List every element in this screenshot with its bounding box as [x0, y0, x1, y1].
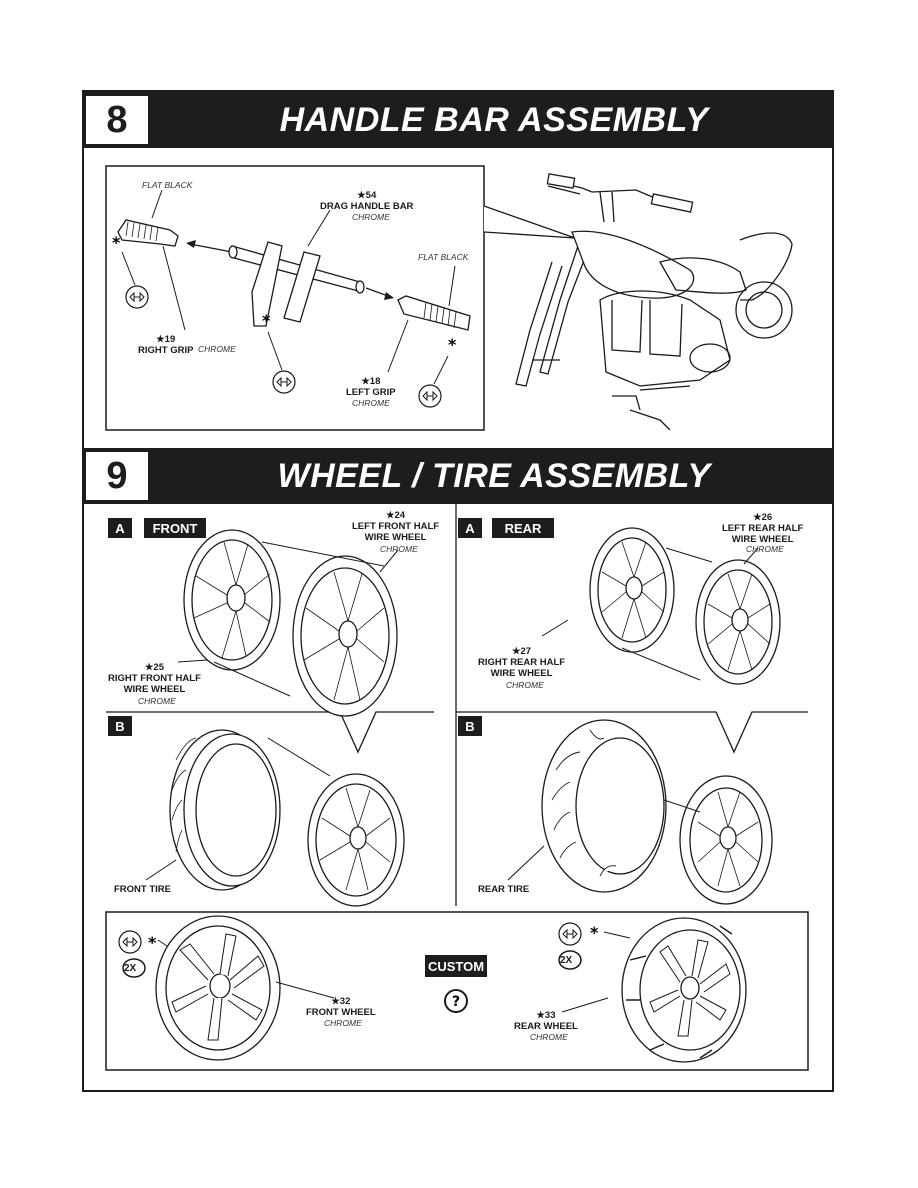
part-25-paint: CHROME	[138, 696, 176, 706]
custom-rear-wheel-drawing	[621, 917, 747, 1063]
part-32-label: ★32 FRONT WHEEL	[306, 996, 376, 1018]
rear-tire-drawing	[541, 719, 667, 893]
part-32-paint: CHROME	[324, 1018, 362, 1028]
left-grip-drawing	[397, 295, 471, 331]
part-33-label: ★33 REAR WHEEL	[514, 1010, 578, 1032]
part-24-paint: CHROME	[380, 544, 418, 554]
svg-text:*: *	[262, 311, 271, 330]
part-26-label: ★26 LEFT REAR HALF WIRE WHEEL	[722, 512, 804, 545]
front-wheel-b-drawing	[307, 773, 405, 907]
front-tag: FRONT	[144, 518, 206, 538]
part-18-label: ★18 LEFT GRIP	[346, 376, 396, 398]
front-left-half-wheel	[292, 555, 398, 717]
svg-text:*: *	[448, 335, 457, 354]
flat-black-note-right: FLAT BLACK	[418, 252, 469, 262]
part-18-paint: CHROME	[352, 398, 390, 408]
svg-text:*: *	[112, 233, 121, 252]
custom-tag: CUSTOM	[425, 955, 487, 977]
step-8-header: 8 HANDLE BAR ASSEMBLY	[82, 92, 834, 148]
rear-right-half-wheel	[589, 527, 675, 653]
rear-left-half-wheel	[695, 559, 781, 685]
motorcycle-drawing	[515, 173, 793, 431]
svg-text:?: ?	[452, 994, 460, 1010]
part-54-paint: CHROME	[352, 212, 390, 222]
part-24-label: ★24 LEFT FRONT HALF WIRE WHEEL	[352, 510, 440, 543]
front-step-a-tag: A	[108, 518, 132, 538]
part-26-paint: CHROME	[746, 544, 784, 554]
multiplier-left: 2X	[124, 963, 137, 974]
front-tire-drawing	[169, 729, 281, 891]
handlebar-detail-box	[105, 165, 485, 431]
rear-step-a-tag: A	[458, 518, 482, 538]
part-19-label: ★19 RIGHT GRIP	[138, 334, 194, 356]
rear-step-b-tag: B	[458, 716, 482, 736]
part-27-paint: CHROME	[506, 680, 544, 690]
rear-wheel-b-drawing	[679, 775, 773, 905]
part-33-paint: CHROME	[530, 1032, 568, 1042]
step-8-number: 8	[86, 96, 148, 144]
instruction-frame	[82, 90, 834, 1092]
step-9-header: 9 WHEEL / TIRE ASSEMBLY	[82, 448, 834, 504]
part-27-label: ★27 RIGHT REAR HALF WIRE WHEEL	[478, 646, 566, 679]
part-19-paint: CHROME	[198, 344, 236, 354]
rear-tag: REAR	[492, 518, 554, 538]
callout-wedge	[483, 205, 576, 239]
step-9-title: WHEEL / TIRE ASSEMBLY	[277, 456, 711, 495]
part-25-label: ★25 RIGHT FRONT HALF WIRE WHEEL	[108, 662, 201, 695]
step-8-title: HANDLE BAR ASSEMBLY	[279, 100, 709, 139]
svg-text:*: *	[590, 923, 599, 942]
svg-text:*: *	[148, 933, 157, 952]
front-right-half-wheel	[183, 529, 281, 671]
step-9-number: 9	[86, 452, 148, 500]
multiplier-right: 2X	[560, 955, 573, 966]
front-step-b-tag: B	[108, 716, 132, 736]
front-tire-label: FRONT TIRE	[114, 884, 171, 895]
flat-black-note-left: FLAT BLACK	[142, 180, 193, 190]
rear-tire-label: REAR TIRE	[478, 884, 530, 895]
handle-bar-drawing	[228, 241, 365, 327]
part-54-label: ★54 DRAG HANDLE BAR	[320, 190, 414, 212]
custom-front-wheel-drawing	[155, 915, 281, 1061]
custom-box	[105, 911, 809, 1071]
right-grip-drawing	[117, 219, 179, 247]
